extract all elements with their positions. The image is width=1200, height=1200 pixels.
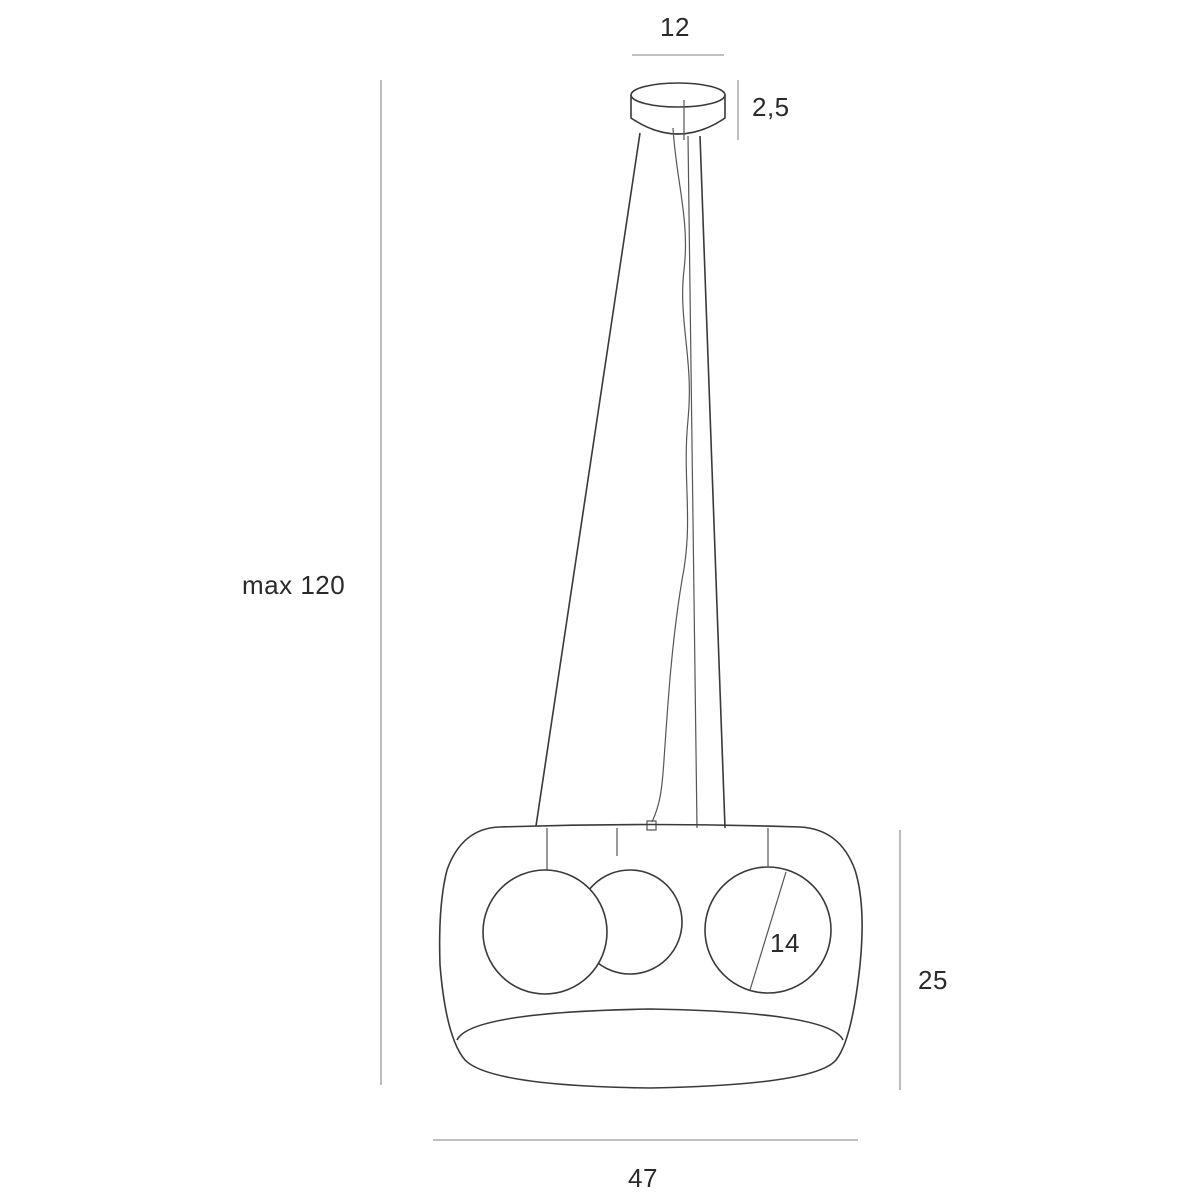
canopy-width-label: 12 [660,12,690,42]
suspension-wire-right [699,135,726,829]
power-cable [651,127,690,823]
shade-width-label: 47 [628,1163,658,1193]
globe-diameter-label: 14 [770,928,800,958]
globe-diameter-line [749,871,787,991]
shade-height-label: 25 [918,965,948,995]
ceiling-canopy [630,82,726,140]
globe-left [482,869,608,995]
suspension-wire-middle [687,135,698,829]
lamp-shade [438,823,863,1089]
max-height-label: max 120 [242,570,346,600]
canopy-height-label: 2,5 [752,92,790,122]
globe-right [704,866,832,994]
cable-connector [646,820,657,831]
suspension-wire-left [535,132,641,827]
